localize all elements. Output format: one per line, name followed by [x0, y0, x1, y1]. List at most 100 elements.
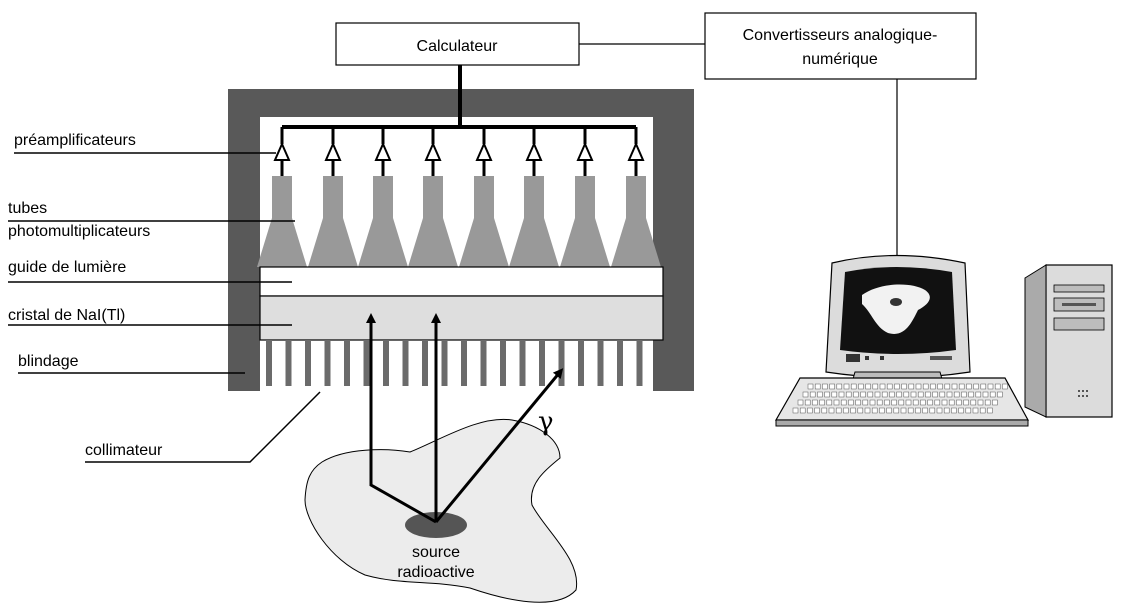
keyboard-key	[814, 407, 820, 414]
keyboard-key	[872, 383, 879, 390]
keyboard-key	[886, 407, 892, 414]
collimator-septum	[402, 340, 409, 386]
keyboard-key	[853, 391, 859, 398]
keyboard-key	[869, 399, 876, 406]
preamplifiers	[273, 127, 645, 176]
keyboard-key	[848, 399, 854, 406]
keyboard-key	[989, 391, 996, 398]
collimator-septum	[422, 340, 428, 386]
keyboard-key	[828, 407, 835, 414]
nai-crystal	[259, 295, 664, 341]
keyboard-key	[850, 407, 856, 414]
keyboard-key	[817, 391, 823, 398]
keyboard-key	[858, 383, 864, 390]
keyboard-key	[961, 391, 967, 398]
gamma-rays	[366, 313, 564, 524]
collimator-septum	[285, 340, 292, 386]
keyboard-key	[968, 391, 974, 398]
keyboard-key	[799, 407, 806, 414]
photomultiplier-tube	[408, 176, 458, 267]
keyboard-key	[889, 391, 895, 398]
keyboard-key	[963, 399, 969, 406]
connection-lines	[282, 43, 898, 260]
keyboard-key	[845, 391, 852, 398]
keyboard-key	[865, 383, 871, 390]
light-guide	[259, 266, 664, 297]
keyboard-key	[807, 383, 814, 390]
photomultiplier-tube	[358, 176, 408, 267]
label-blindage: blindage	[18, 353, 79, 370]
converter-box: Convertisseurs analogique- numérique	[704, 12, 977, 80]
converter-label-line2: numérique	[802, 51, 878, 68]
label-cristal: cristal de NaI(Tl)	[8, 307, 125, 324]
keyboard-key	[929, 407, 936, 414]
computer-monitor-icon	[825, 254, 971, 387]
collimator-septum	[539, 340, 545, 386]
label-preamplificateurs: préamplificateurs	[14, 132, 136, 149]
keyboard-key	[843, 383, 850, 390]
keyboard-key	[987, 383, 994, 390]
patient-body-region	[304, 418, 578, 603]
keyboard-key	[879, 383, 886, 390]
keyboard-key	[951, 407, 957, 414]
keyboard-key	[836, 383, 843, 390]
collimator-septum	[305, 340, 311, 386]
label-source-line1: source	[412, 544, 460, 561]
keyboard-key	[879, 407, 885, 414]
keyboard-key	[994, 383, 1001, 390]
keyboard-key	[809, 391, 816, 398]
calculateur-box: Calculateur	[335, 22, 580, 66]
collimator-septum	[266, 340, 272, 386]
keyboard-key	[910, 391, 917, 398]
keyboard-key	[903, 391, 910, 398]
keyboard-key	[948, 399, 955, 406]
keyboard-key	[997, 391, 1003, 398]
collimator-septum	[461, 340, 467, 386]
keyboard-key	[874, 391, 881, 398]
preamplifier-icon	[273, 141, 291, 161]
keyboard-key	[937, 383, 943, 390]
keyboard-key	[819, 399, 825, 406]
keyboard-key	[804, 399, 811, 406]
keyboard-key	[922, 407, 928, 414]
keyboard-key	[829, 383, 835, 390]
radioactive-source	[405, 512, 467, 538]
keyboard-key	[936, 407, 943, 414]
photomultiplier-tube	[308, 176, 358, 267]
keyboard-key	[972, 407, 979, 414]
collimator-septum	[578, 340, 584, 386]
keyboard-key	[812, 399, 818, 406]
keyboard-key	[958, 407, 964, 414]
preamplifier-icon	[324, 141, 342, 161]
keyboard-key	[838, 391, 845, 398]
photomultiplier-tube	[560, 176, 610, 267]
keyboard-key	[893, 407, 900, 414]
keyboard-key	[871, 407, 878, 414]
keyboard-key	[912, 399, 919, 406]
preamplifier-icon	[424, 141, 442, 161]
keyboard-key	[984, 399, 991, 406]
collimator-septum	[383, 340, 389, 386]
keyboard-key	[917, 391, 924, 398]
collimator-septum	[363, 340, 370, 386]
preamplifier-icon	[475, 141, 493, 161]
keyboard-key	[821, 407, 828, 414]
keyboard-key	[956, 399, 962, 406]
photomultiplier-tube	[459, 176, 509, 267]
keyboard-key	[840, 399, 847, 406]
keyboard-key	[973, 383, 979, 390]
keyboard-key	[876, 399, 883, 406]
keyboard-key	[932, 391, 938, 398]
preamplifier-icon	[576, 141, 594, 161]
keyboard-key	[970, 399, 977, 406]
keyboard-key	[908, 383, 915, 390]
preamplifier-icon	[374, 141, 392, 161]
keyboard-key	[860, 391, 866, 398]
keyboard-key	[975, 391, 982, 398]
keyboard-key	[901, 383, 907, 390]
keyboard-key	[966, 383, 972, 390]
keyboard-key	[826, 399, 833, 406]
calculateur-label: Calculateur	[417, 38, 499, 55]
preamplifier-icon	[525, 141, 543, 161]
keyboard-key	[822, 383, 828, 390]
